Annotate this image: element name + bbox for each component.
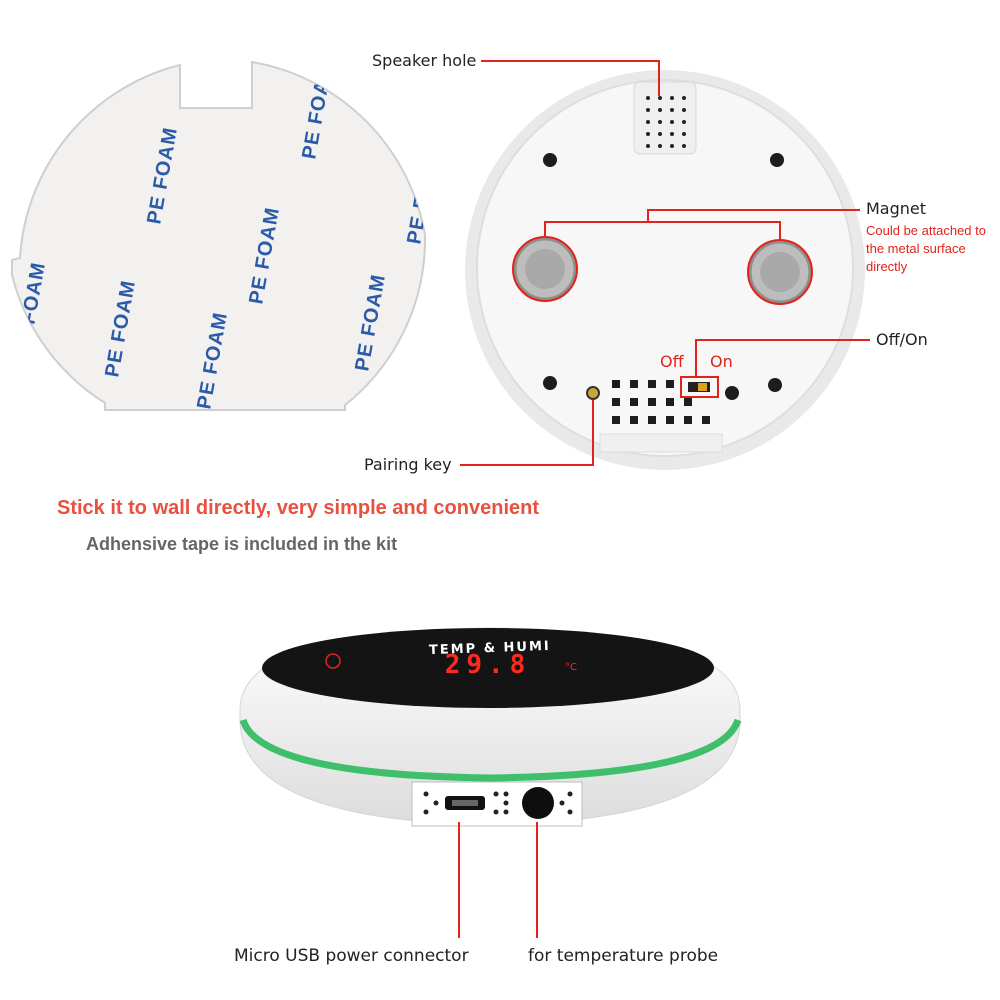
pairing-key-label: Pairing key [364,455,452,474]
speaker-hole-label: Speaker hole [372,51,477,70]
magnet-note: Could be attached to the metal surface d… [866,223,986,274]
device-front-view: TEMP & HUMI 29.8 °C Micro USB power conn… [0,560,1000,1000]
pairing-key [586,386,600,400]
screw-holes [543,153,784,392]
magnet-label: Magnet [866,199,927,218]
probe-jack [522,787,554,819]
device-back-view: Speaker hole Magnet Could be attached to… [364,51,986,474]
display-panel [262,628,714,708]
port-decor-dots [423,791,573,815]
front-callout-lines [458,822,538,938]
adhesive-tape-illustration: PE FOAM PE FOAM PE FOAM PE FOAM PE FOAM … [0,0,470,470]
speaker-holes [646,96,686,148]
headline-caption: Stick it to wall directly, very simple a… [57,497,540,519]
vent-holes [612,380,710,424]
magnet-left [512,236,578,302]
probe-label: for temperature probe [528,946,719,966]
subline-caption: Adhensive tape is included in the kit [86,534,398,554]
power-switch [680,376,719,398]
switch-off-label: Off [660,352,684,371]
callout-lines [460,60,870,466]
off-on-label: Off/On [876,330,928,349]
usb-connector-label: Micro USB power connector [234,946,469,966]
switch-on-label: On [710,352,733,371]
magnet-right [747,239,813,305]
